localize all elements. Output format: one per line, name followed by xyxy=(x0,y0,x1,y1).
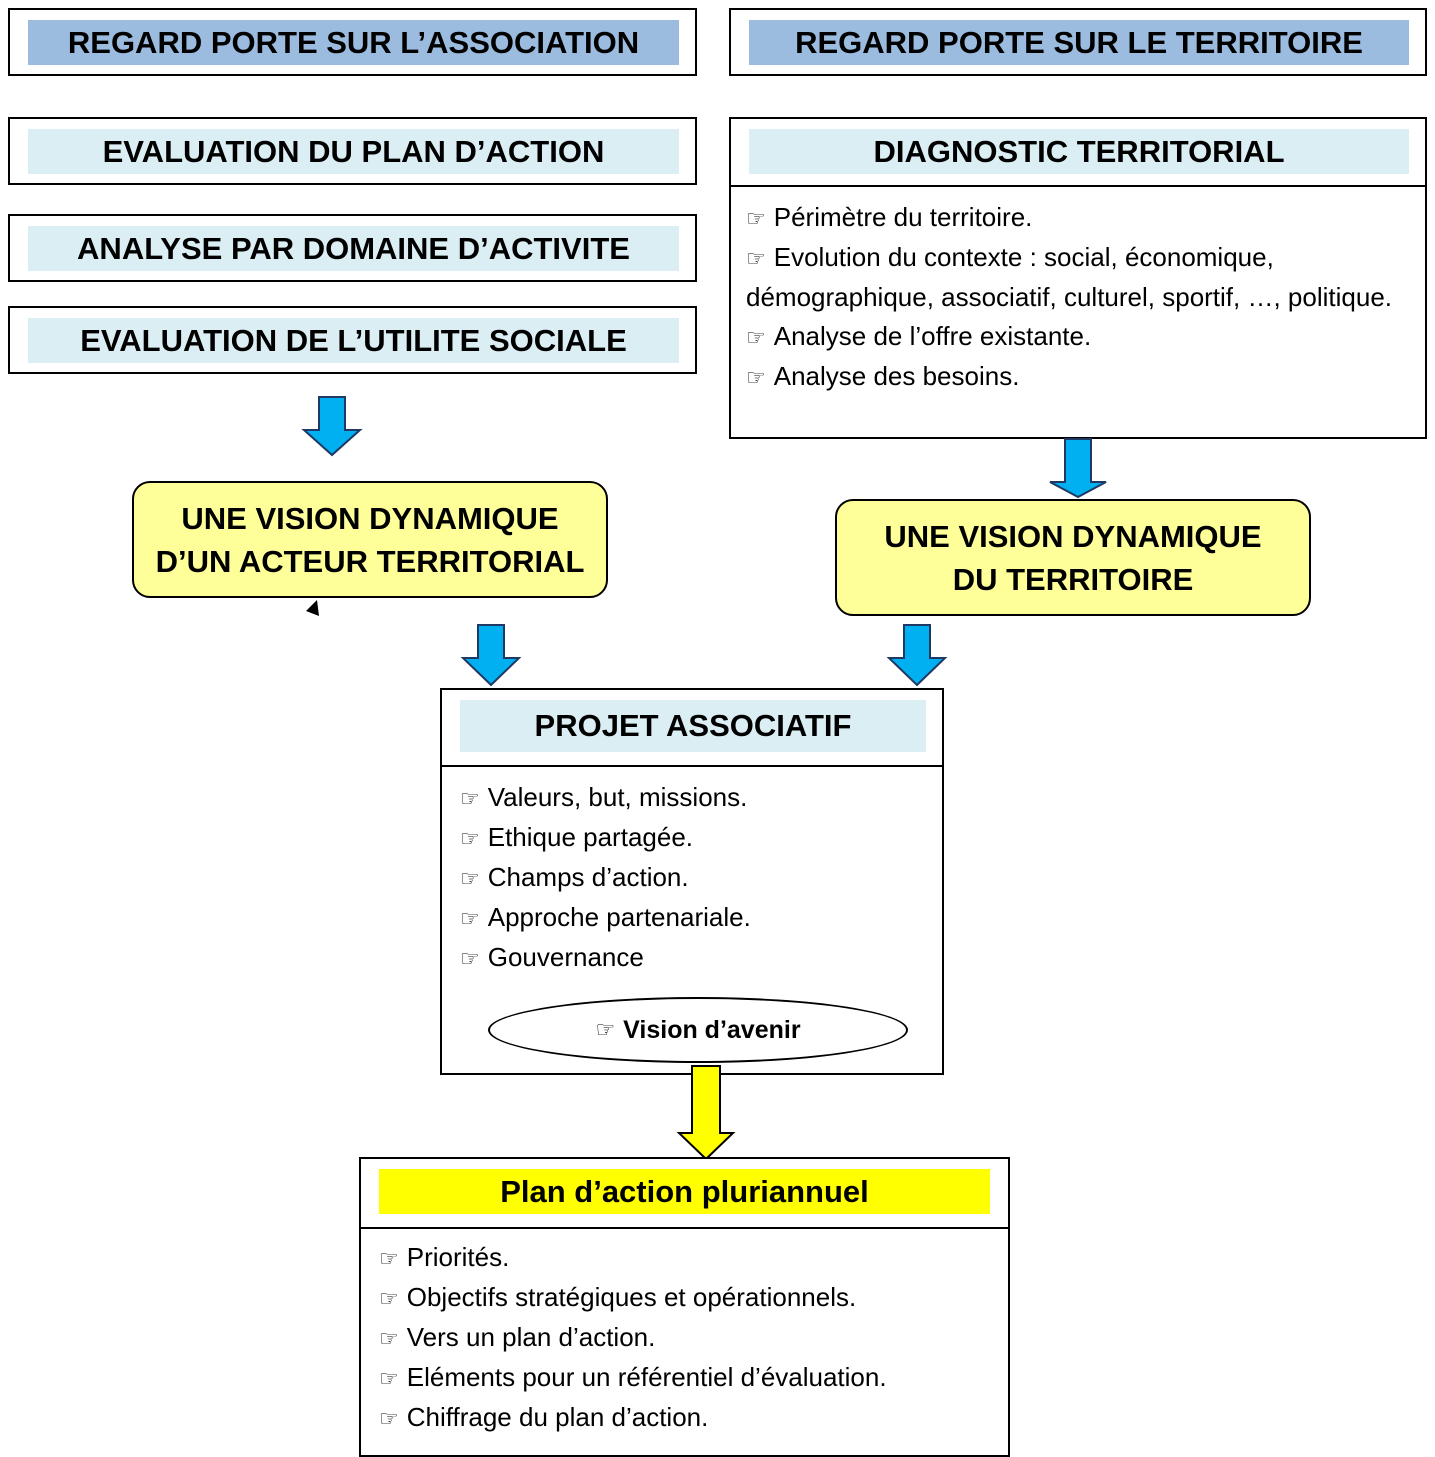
pointing-hand-icon: ☞ xyxy=(379,1366,399,1391)
utilite-sociale-title: EVALUATION DE L’UTILITE SOCIALE xyxy=(28,318,679,363)
pointing-hand-icon: ☞ xyxy=(460,906,480,931)
pointing-hand-icon: ☞ xyxy=(746,325,766,350)
plan-item: ☞Objectifs stratégiques et opérationnels… xyxy=(379,1278,887,1318)
pointing-hand-icon: ☞ xyxy=(379,1286,399,1311)
down-arrow-left-2 xyxy=(460,624,522,687)
triangle-marker-icon xyxy=(306,600,319,616)
analyse-domaine-title: ANALYSE PAR DOMAINE D’ACTIVITE xyxy=(28,226,679,271)
pointing-hand-icon: ☞ xyxy=(379,1326,399,1351)
projet-item: ☞Champs d’action. xyxy=(460,858,751,898)
pointing-hand-icon: ☞ xyxy=(460,826,480,851)
projet-item: ☞Gouvernance xyxy=(460,938,751,978)
diagnostic-list: ☞Périmètre du territoire. ☞Evolution du … xyxy=(746,198,1396,397)
pointing-hand-icon: ☞ xyxy=(460,786,480,811)
vision-territoire-line1: UNE VISION DYNAMIQUE xyxy=(884,518,1262,554)
vision-avenir-label: Vision d’avenir xyxy=(623,1015,801,1044)
plan-item: ☞Priorités. xyxy=(379,1238,887,1278)
diagnostic-item: ☞Evolution du contexte : social, économi… xyxy=(746,238,1396,317)
projet-item: ☞Ethique partagée. xyxy=(460,818,751,858)
vision-avenir-ellipse: ☞ Vision d’avenir xyxy=(488,997,908,1063)
pointing-hand-icon: ☞ xyxy=(379,1406,399,1431)
down-arrow-yellow xyxy=(676,1065,736,1161)
pointing-hand-icon: ☞ xyxy=(746,246,766,271)
down-arrow-right-1 xyxy=(1049,438,1107,499)
projet-title: PROJET ASSOCIATIF xyxy=(460,700,926,752)
diagnostic-item: ☞Analyse de l’offre existante. xyxy=(746,317,1396,357)
vision-acteur-territorial: UNE VISION DYNAMIQUE D’UN ACTEUR TERRITOR… xyxy=(132,481,608,598)
plan-item: ☞Vers un plan d’action. xyxy=(379,1318,887,1358)
association-header-box: REGARD PORTE SUR L’ASSOCIATION xyxy=(8,8,697,76)
pointing-hand-icon: ☞ xyxy=(595,1017,616,1042)
diagnostic-divider xyxy=(731,185,1425,187)
down-arrow-right-2 xyxy=(886,624,948,687)
plan-list: ☞Priorités. ☞Objectifs stratégiques et o… xyxy=(379,1238,887,1438)
plan-divider xyxy=(361,1227,1008,1229)
plan-title: Plan d’action pluriannuel xyxy=(379,1169,990,1214)
projet-item: ☞Valeurs, but, missions. xyxy=(460,778,751,818)
diagnostic-item: ☞Analyse des besoins. xyxy=(746,357,1396,397)
projet-box: PROJET ASSOCIATIF ☞Valeurs, but, mission… xyxy=(440,688,944,1075)
vision-acteur-line1: UNE VISION DYNAMIQUE xyxy=(181,500,559,536)
plan-box: Plan d’action pluriannuel ☞Priorités. ☞O… xyxy=(359,1157,1010,1457)
pointing-hand-icon: ☞ xyxy=(746,206,766,231)
projet-item: ☞Approche partenariale. xyxy=(460,898,751,938)
pointing-hand-icon: ☞ xyxy=(746,365,766,390)
projet-list: ☞Valeurs, but, missions. ☞Ethique partag… xyxy=(460,778,751,978)
evaluation-plan-box: EVALUATION DU PLAN D’ACTION xyxy=(8,117,697,185)
plan-item: ☞Chiffrage du plan d’action. xyxy=(379,1398,887,1438)
vision-territoire: UNE VISION DYNAMIQUE DU TERRITOIRE xyxy=(835,499,1311,616)
pointing-hand-icon: ☞ xyxy=(460,946,480,971)
vision-territoire-line2: DU TERRITOIRE xyxy=(952,561,1194,597)
down-arrow-left-1 xyxy=(301,396,363,457)
association-header: REGARD PORTE SUR L’ASSOCIATION xyxy=(28,20,679,65)
diagnostic-box: DIAGNOSTIC TERRITORIAL ☞Périmètre du ter… xyxy=(729,117,1427,439)
pointing-hand-icon: ☞ xyxy=(460,866,480,891)
vision-acteur-line2: D’UN ACTEUR TERRITORIAL xyxy=(155,543,585,579)
projet-divider xyxy=(442,765,942,767)
territoire-header: REGARD PORTE SUR LE TERRITOIRE xyxy=(749,20,1409,65)
pointing-hand-icon: ☞ xyxy=(379,1246,399,1271)
diagnostic-title: DIAGNOSTIC TERRITORIAL xyxy=(749,129,1409,174)
diagnostic-item: ☞Périmètre du territoire. xyxy=(746,198,1396,238)
evaluation-plan-title: EVALUATION DU PLAN D’ACTION xyxy=(28,129,679,174)
utilite-sociale-box: EVALUATION DE L’UTILITE SOCIALE xyxy=(8,306,697,374)
territoire-header-box: REGARD PORTE SUR LE TERRITOIRE xyxy=(729,8,1427,76)
plan-item: ☞Eléments pour un référentiel d’évaluati… xyxy=(379,1358,887,1398)
analyse-domaine-box: ANALYSE PAR DOMAINE D’ACTIVITE xyxy=(8,214,697,282)
